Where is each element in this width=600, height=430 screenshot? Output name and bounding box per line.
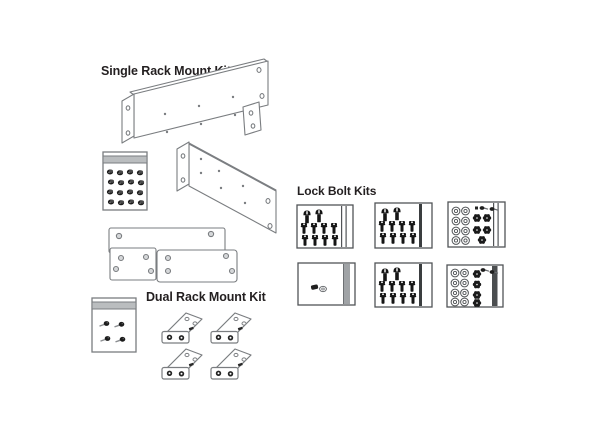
dual-bracket-illustration — [161, 348, 203, 380]
lock-bolt-packet-3 — [447, 201, 506, 248]
single-rack-screw-bag — [102, 151, 148, 211]
lock-bolt-packet-4 — [297, 262, 356, 306]
dual-rack-plates-illustration — [108, 227, 238, 283]
lock-bolt-packet-2 — [374, 202, 433, 249]
single-rack-mount-kit-label: Single Rack Mount Kit — [101, 64, 231, 78]
dual-bracket-illustration — [161, 312, 203, 344]
lock-bolt-packet-6 — [446, 264, 504, 308]
dual-bracket-illustration — [210, 348, 252, 380]
lock-bolt-kits-label: Lock Bolt Kits — [297, 184, 377, 198]
single-rack-brackets-illustration — [121, 58, 277, 234]
dual-bracket-illustration — [210, 312, 252, 344]
dual-rack-brackets-illustration — [161, 312, 252, 380]
lock-bolt-packet-5 — [374, 262, 433, 308]
lock-bolt-packet-1 — [296, 204, 354, 249]
dual-rack-mount-kit-label: Dual Rack Mount Kit — [146, 290, 266, 304]
dual-rack-screw-bag — [91, 297, 137, 353]
